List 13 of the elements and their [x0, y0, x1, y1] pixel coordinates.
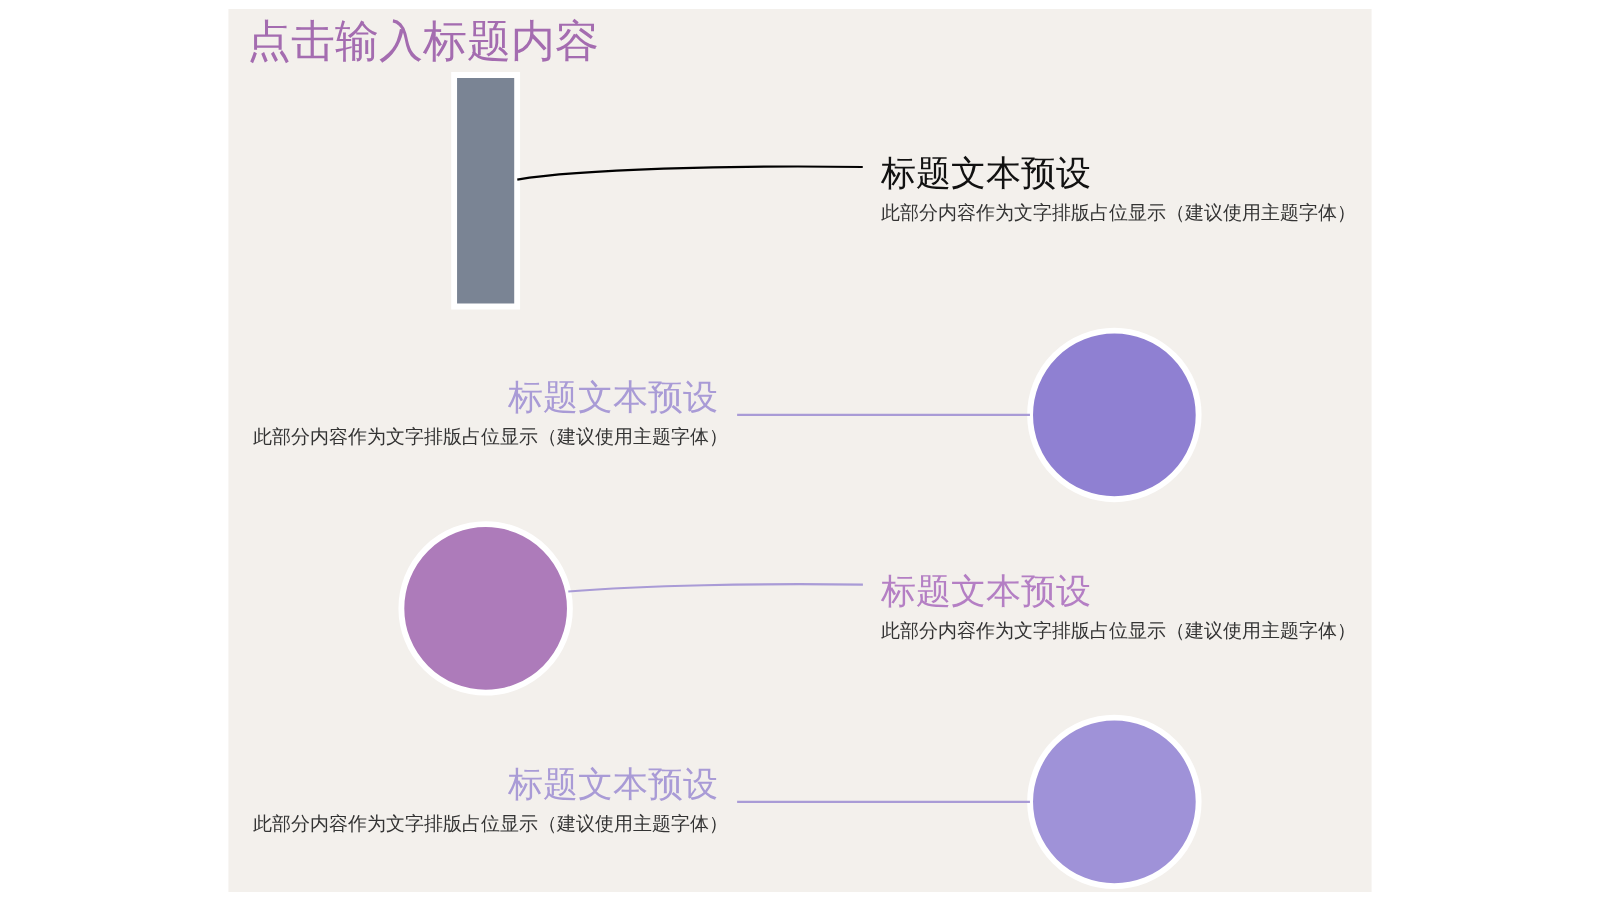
- node-circle: [1027, 714, 1202, 889]
- connector: [737, 800, 1030, 803]
- node-text: 标题文本预设 此部分内容作为文字排版占位显示（建议使用主题字体）: [252, 762, 728, 834]
- node-bar: [451, 71, 521, 309]
- node-circle: [398, 520, 573, 696]
- connector: [737, 413, 1030, 416]
- connector: [517, 164, 863, 181]
- node-text: 标题文本预设 此部分内容作为文字排版占位显示（建议使用主题字体）: [881, 569, 1357, 641]
- diagram-title: 点击输入标题内容: [246, 14, 599, 66]
- node-circle: [1027, 327, 1202, 502]
- node-text: 标题文本预设 此部分内容作为文字排版占位显示（建议使用主题字体）: [881, 151, 1357, 223]
- connector: [568, 582, 863, 593]
- node-text: 标题文本预设 此部分内容作为文字排版占位显示（建议使用主题字体）: [252, 375, 728, 447]
